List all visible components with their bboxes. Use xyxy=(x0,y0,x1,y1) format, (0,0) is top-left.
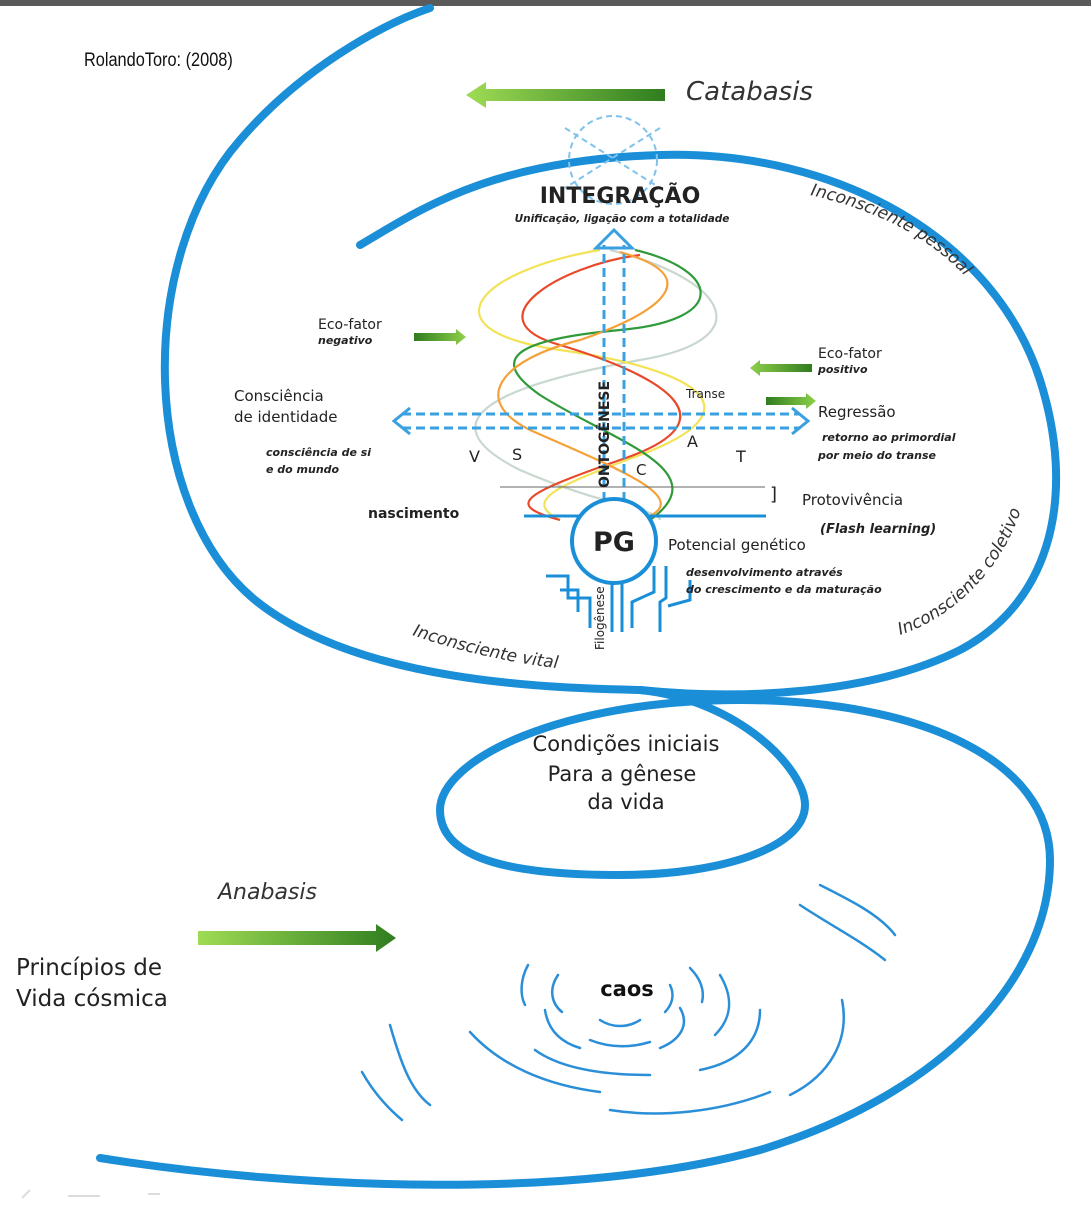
condicoes-line3: da vida xyxy=(587,790,664,814)
inner-spiral xyxy=(356,150,1061,699)
regressao-title: Regressão xyxy=(818,403,896,421)
eco-negativo-line1: Eco-fator xyxy=(318,317,382,333)
ontogenese-label: ONTOGÊNESE xyxy=(596,381,613,488)
consciencia-sub1: consciência de si xyxy=(266,446,371,459)
filogenese-label: Filogênese xyxy=(593,586,607,650)
letter-v: V xyxy=(469,447,480,466)
integration-sun-icon xyxy=(564,115,661,205)
bottom-artifacts xyxy=(21,1189,160,1199)
condicoes-line1: Condições iniciais xyxy=(533,732,720,756)
regressao-sub1: retorno ao primordial xyxy=(822,431,956,444)
principios-line1: Princípios de xyxy=(16,955,162,981)
right-arrow-head xyxy=(791,406,811,436)
eco-negativo-line2: negativo xyxy=(318,334,373,347)
protovivencia-sub: (Flash learning) xyxy=(820,522,936,537)
transe-label: Transe xyxy=(685,387,725,401)
identity-regression-axis xyxy=(402,412,800,430)
vital-waves xyxy=(474,248,718,522)
zone-inconsciente-vital: Inconsciente vital xyxy=(410,621,559,673)
outer-spiral xyxy=(96,4,1055,1189)
consciencia-line1: Consciência xyxy=(234,387,324,405)
chaos-swirl xyxy=(360,883,897,1122)
eco-negativo-arrow xyxy=(414,329,466,345)
eco-positivo-line2: positivo xyxy=(817,363,868,376)
eco-positivo-line1: Eco-fator xyxy=(818,346,882,362)
regressao-arrow xyxy=(766,393,816,409)
letter-c: C xyxy=(636,461,646,479)
letter-s: S xyxy=(512,445,522,464)
pg-sub1: desenvolvimento através xyxy=(686,566,843,579)
zone-inconsciente-pessoal: Inconsciente pessoal xyxy=(809,180,976,279)
regressao-sub2: por meio do transe xyxy=(817,449,937,462)
phylogenesis-roots xyxy=(546,566,692,632)
anabasis-arrow xyxy=(198,924,396,952)
pg-label: PG xyxy=(593,527,635,558)
principios-line2: Vida cósmica xyxy=(16,986,168,1012)
top-border xyxy=(0,0,1091,6)
protovivencia-bracket: ] xyxy=(770,484,777,505)
eco-positivo-arrow xyxy=(750,360,812,376)
consciencia-sub2: e do mundo xyxy=(266,463,340,476)
catabasis-arrow xyxy=(466,82,665,108)
letter-a: A xyxy=(687,432,698,451)
anabasis-label: Anabasis xyxy=(216,880,317,905)
pg-sub2: do crescimento e da maturação xyxy=(686,583,882,596)
ontogenese-axis xyxy=(602,245,626,515)
author-citation: RolandoToro: (2008) xyxy=(84,49,233,70)
integracao-title: INTEGRAÇÃO xyxy=(540,183,701,209)
left-arrow-head xyxy=(391,406,411,436)
integracao-subtitle: Unificação, ligação com a totalidade xyxy=(515,213,730,225)
condicoes-line2: Para a gênese xyxy=(548,762,697,786)
catabasis-label: Catabasis xyxy=(686,77,813,107)
protovivencia-title: Protovivência xyxy=(802,491,903,509)
caos-label: caos xyxy=(600,977,654,1001)
letter-t: T xyxy=(735,447,746,466)
pg-circle xyxy=(570,497,658,585)
nascimento-label: nascimento xyxy=(368,506,460,522)
pg-title: Potencial genético xyxy=(668,536,806,554)
ontogenese-arrow-head xyxy=(592,227,636,250)
consciencia-line2: de identidade xyxy=(234,408,337,426)
